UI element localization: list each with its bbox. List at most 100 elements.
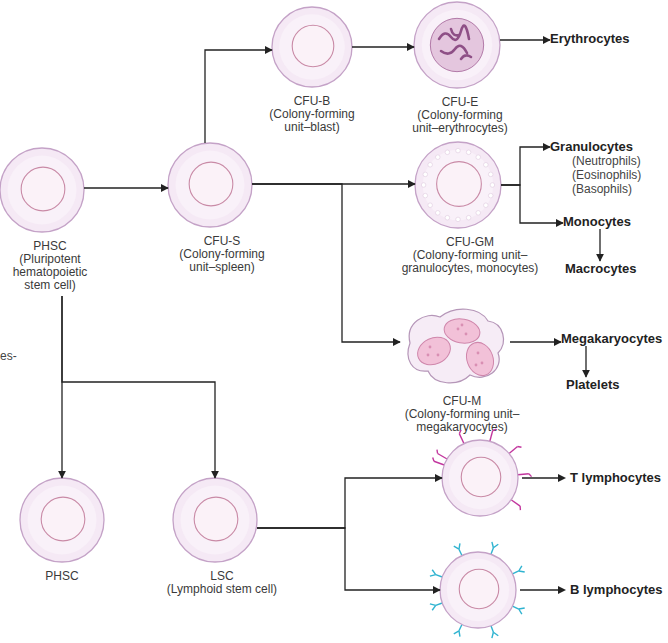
receptor-spike <box>519 506 521 510</box>
granule <box>484 203 489 208</box>
cell-type: (Eosinophils) <box>550 168 641 182</box>
cytoplasm <box>176 151 245 220</box>
megakaryocyte-cell: CFU-M(Colony-forming unit– megakaryocyte… <box>400 303 510 387</box>
output-label: Megakaryocytes <box>561 331 662 346</box>
arrow-line <box>520 589 560 590</box>
cell-membrane <box>414 2 500 88</box>
granule <box>476 155 481 160</box>
progenitor-cell: CFU-S(Colony-forming unit–spleen) <box>168 143 252 227</box>
antibody-mark <box>519 570 525 572</box>
stem-cell: PHSC <box>20 478 104 562</box>
chromatin <box>439 26 471 59</box>
antibody-mark <box>512 571 518 574</box>
antibody-mark <box>454 631 459 634</box>
granule <box>465 333 468 336</box>
cell-outline <box>400 303 510 387</box>
antibody-mark <box>436 575 443 577</box>
granule <box>428 203 433 208</box>
cell-name: CFU-GM <box>395 236 545 249</box>
output-label: Granulocytes(Neutrophils)(Eosinophils)(B… <box>550 139 641 196</box>
cell-description: (Colony-forming unit–erythrocytes) <box>404 109 516 135</box>
output-label: Erythrocytes <box>550 31 629 46</box>
flow-arrow <box>252 183 415 184</box>
flow-arrow <box>585 346 586 377</box>
output-label: Granulocytes <box>550 139 641 154</box>
cell-nucleus <box>437 162 482 207</box>
output-arrow <box>440 584 570 596</box>
cell-label: CFU-E(Colony-forming unit–erythrocytes) <box>404 96 516 135</box>
antibody-mark <box>519 566 522 571</box>
cell-outline <box>426 538 530 642</box>
flow-arrow <box>599 229 600 261</box>
cell-nucleus <box>189 162 233 206</box>
granule <box>445 150 450 155</box>
cell-label: CFU-M(Colony-forming unit– megakaryocyte… <box>392 395 532 434</box>
granule <box>445 215 450 220</box>
output-label: Megakaryocytes <box>561 331 662 346</box>
flow-arrow <box>62 296 215 478</box>
receptor-spike <box>459 434 464 444</box>
flow-arrow <box>500 39 550 40</box>
output-label: Platelets <box>566 377 619 392</box>
cytoplasm <box>28 486 97 555</box>
progenitor-cell: CFU-B(Colony-forming unit–blast) <box>272 7 352 87</box>
cell-nucleus <box>41 497 85 541</box>
granule <box>477 352 480 355</box>
receptor-spike <box>438 454 448 460</box>
cell-name: CFU-M <box>392 395 532 408</box>
receptor-spike <box>511 500 520 506</box>
cell-name: LSC <box>147 570 297 583</box>
output-label: Monocytes <box>563 214 631 229</box>
cytoplasm <box>447 559 509 621</box>
granule <box>435 211 440 216</box>
cytoplasm <box>422 10 493 81</box>
cell-label: PHSC <box>22 570 102 583</box>
cell-membrane <box>442 440 518 516</box>
antibody-mark <box>454 546 459 549</box>
flow-arrow <box>501 147 550 185</box>
granule <box>484 162 489 167</box>
cell-nucleus <box>21 167 65 211</box>
antibody-mark <box>459 549 462 555</box>
receptor-spike <box>493 429 497 431</box>
output-label: Platelets <box>566 377 619 392</box>
cytoplasm <box>8 156 77 225</box>
cell-type: (Basophils) <box>550 182 641 196</box>
cropped-text: es- <box>0 349 17 363</box>
output-label: Macrocytes <box>565 261 637 276</box>
cell-type: (Neutrophils) <box>550 154 641 168</box>
antibody-mark <box>492 542 493 548</box>
cell-nucleus <box>461 457 501 497</box>
granule <box>429 346 432 349</box>
flow-arrow <box>252 184 400 342</box>
cytoplasm <box>449 447 511 509</box>
cell-outline <box>159 464 271 576</box>
flow-arrow <box>257 528 440 590</box>
receptor-spike <box>518 446 522 448</box>
receptor-spike <box>459 430 461 434</box>
flow-arrow <box>501 185 563 223</box>
cell-outline <box>401 128 515 242</box>
granule <box>423 193 428 198</box>
antibody-mark <box>430 604 436 605</box>
antibody-mark <box>491 626 493 633</box>
cell-membrane <box>0 148 84 232</box>
output-label: Monocytes <box>563 214 631 229</box>
cell-outline <box>154 129 266 241</box>
antibody-mark <box>458 543 460 549</box>
cell-membrane <box>408 309 503 383</box>
cell-name: PHSC <box>0 240 100 253</box>
stem-cell: LSC(Lymphoid stem cell) <box>173 478 257 562</box>
flow-arrow <box>61 296 62 478</box>
granule <box>475 364 478 367</box>
receptor-spike <box>436 450 438 454</box>
receptor-spike <box>518 473 529 475</box>
cell-membrane <box>20 478 104 562</box>
output-label: T lymphocytes <box>570 470 661 485</box>
granule <box>466 150 471 155</box>
lymphocyte-cell: T lymphocytes <box>442 440 518 516</box>
antibody-mark <box>432 570 435 575</box>
receptor-spike <box>529 474 532 477</box>
output-label: Erythrocytes <box>550 31 629 46</box>
